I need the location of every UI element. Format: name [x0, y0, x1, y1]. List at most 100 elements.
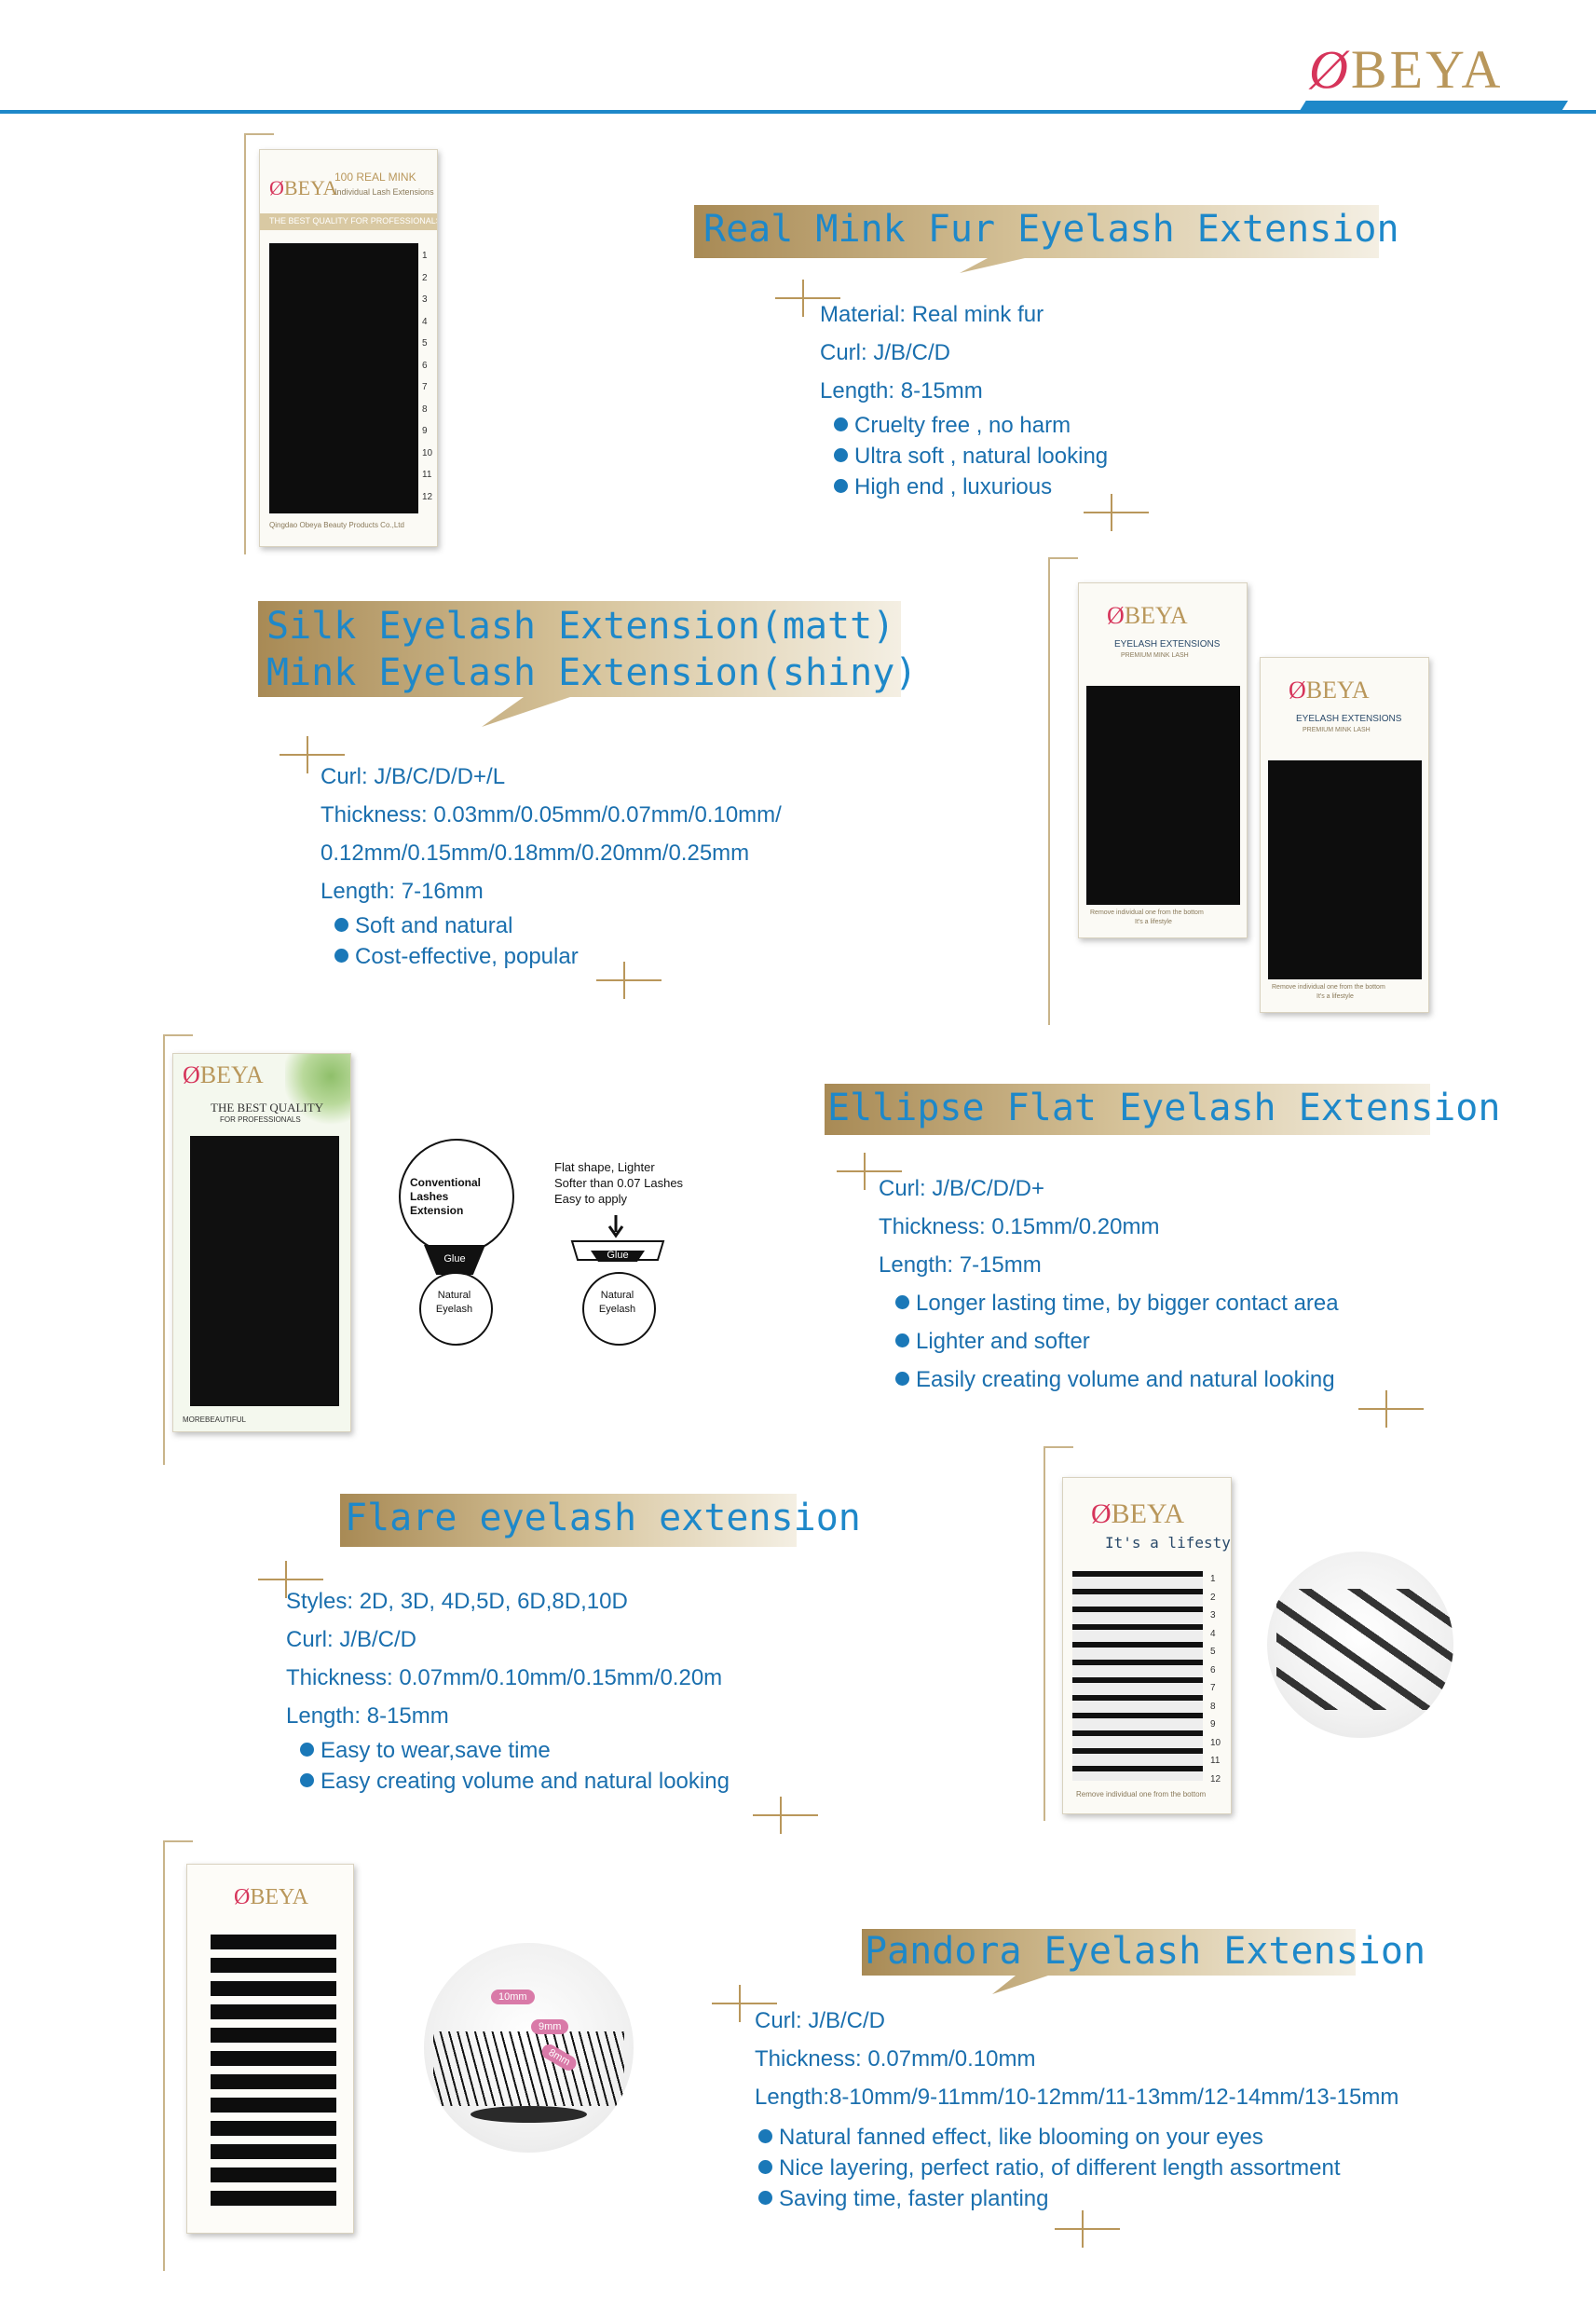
bullet-dot [758, 2129, 772, 2144]
spec-line: Length: 8-15mm [820, 378, 983, 403]
row-number: 7 [1210, 1683, 1216, 1693]
box-subtitle: PREMIUM MINK LASH [1121, 652, 1189, 659]
bullet-dot [895, 1333, 909, 1348]
spec-line: Thickness: 0.07mm/0.10mm [755, 2046, 1036, 2072]
pandora-spec: Curl: J/B/C/D Thickness: 0.07mm/0.10mm L… [755, 2002, 1398, 2214]
natural-eyelash-circle [582, 1272, 656, 1346]
spec-line: Styles: 2D, 3D, 4D,5D, 6D,8D,10D [286, 1589, 628, 1614]
bullet-dot [834, 479, 848, 494]
box-band-sub: FOR PROFESSIONALS [220, 1115, 301, 1124]
row-number: 9 [422, 426, 428, 436]
row-number: 9 [1210, 1719, 1216, 1730]
box-tagline: It's a lifestyle [1105, 1534, 1231, 1552]
flare-title-banner: Flare eyelash extension [335, 1489, 861, 1559]
natural-eyelash-label: Natural Eyelash [598, 1290, 636, 1315]
length-tag: 9mm [531, 2019, 569, 2034]
pandora-title-banner: Pandora Eyelash Extension [857, 1924, 1425, 1999]
box-logo: ØBEYA [269, 176, 338, 199]
spec-line: Thickness: 0.15mm/0.20mm [879, 1214, 1160, 1239]
lash-strip-area [1268, 760, 1422, 979]
row-number: 5 [422, 338, 428, 349]
bullet-text: Easy creating volume and natural looking [321, 1769, 730, 1794]
bullet-text: Cost-effective, popular [355, 944, 579, 969]
row-number: 2 [1210, 1592, 1216, 1603]
spec-line: Length:8-10mm/9-11mm/10-12mm/11-13mm/12-… [755, 2085, 1399, 2110]
flare-spec: Styles: 2D, 3D, 4D,5D, 6D,8D,10D Curl: J… [286, 1582, 730, 1797]
ellipse-spec: Curl: J/B/C/D/D+ Thickness: 0.15mm/0.20m… [879, 1169, 1339, 1399]
row-number: 8 [1210, 1701, 1216, 1712]
spec-line: Length: 8-15mm [286, 1703, 449, 1729]
lash-strip-area [190, 1136, 339, 1406]
bullet-dot [300, 1743, 314, 1757]
bullet-dot [300, 1773, 314, 1788]
flare-lash-closeup [1267, 1552, 1453, 1738]
bullet-text: Saving time, faster planting [779, 2186, 1049, 2211]
cross-decoration [258, 1561, 323, 1598]
bullet-text: Lighter and softer [916, 1329, 1090, 1354]
spec-line: Curl: J/B/C/D [755, 2008, 886, 2033]
lash-strip-area [211, 1935, 336, 2214]
spec-line: Length: 7-16mm [321, 879, 484, 904]
banner-shape [825, 1084, 1430, 1135]
header-rule [0, 110, 1596, 114]
conventional-lash-circle [399, 1139, 514, 1254]
row-number: 6 [1210, 1664, 1216, 1675]
frame-corner [163, 1034, 193, 1465]
bullet-text: Ultra soft , natural looking [854, 444, 1109, 469]
banner-shape [694, 205, 1379, 273]
bullet-text: Cruelty free , no harm [854, 413, 1071, 438]
bullet-dot [834, 448, 848, 463]
cross-decoration [753, 1797, 818, 1834]
box-subtitle: PREMIUM MINK LASH [1303, 727, 1371, 733]
bullet-text: Longer lasting time, by bigger contact a… [916, 1291, 1339, 1316]
frame-corner [1048, 557, 1078, 1025]
frame-corner [163, 1840, 193, 2271]
row-number: 6 [422, 360, 428, 371]
conventional-label: Conventional Lashes Extension [410, 1176, 482, 1217]
row-number: 3 [1210, 1610, 1216, 1620]
mink-spec: Material: Real mink fur Curl: J/B/C/D Le… [820, 295, 1108, 502]
spec-line: Curl: J/B/C/D/D+/L [321, 764, 506, 789]
section-title-line-1: Silk Eyelash Extension(matt) [266, 605, 895, 648]
row-number: 5 [1210, 1647, 1216, 1657]
spec-line: Curl: J/B/C/D/D+ [879, 1176, 1045, 1201]
logo-tab [1298, 101, 1568, 114]
logo-text: BEYA [1350, 39, 1504, 100]
box-band: THE BEST QUALITY FOR PROFESSIONALS [260, 213, 437, 230]
bullet-text: High end , luxurious [854, 474, 1053, 499]
bullet-dot [895, 1295, 909, 1310]
row-number: 10 [422, 447, 433, 458]
cross-decoration [712, 1985, 777, 2022]
bullet-text: Nice layering, perfect ratio, of differe… [779, 2155, 1341, 2181]
box-title: EYELASH EXTENSIONS [1114, 639, 1221, 650]
row-number: 3 [422, 294, 428, 305]
row-number: 4 [422, 316, 428, 327]
bullet-dot [895, 1372, 909, 1387]
row-number: 2 [422, 272, 428, 283]
frame-corner [1044, 1446, 1073, 1821]
silk-product-box-2: ØBEYA EYELASH EXTENSIONS PREMIUM MINK LA… [1260, 657, 1429, 1013]
row-number: 12 [1210, 1773, 1221, 1785]
spec-line: Thickness: 0.07mm/0.10mm/0.15mm/0.20m [286, 1665, 723, 1690]
lash-strip-area [1086, 686, 1240, 905]
flat-lash-arrow-diagram [570, 1215, 665, 1262]
lash-strip-area [269, 243, 418, 513]
box-subtitle: Individual Lash Extensions [334, 187, 434, 197]
box-company: Qingdao Obeya Beauty Products Co.,Ltd [269, 521, 404, 529]
spec-line: Curl: J/B/C/D [820, 340, 951, 365]
bullet-text: Natural fanned effect, like blooming on … [779, 2125, 1263, 2150]
brand-logo: ØBEYA [1309, 37, 1523, 103]
banner-shape [862, 1929, 1356, 1994]
flat-note-2: Softer than 0.07 Lashes [554, 1176, 684, 1190]
silk-title-banner: Silk Eyelash Extension(matt) Mink Eyelas… [253, 596, 917, 732]
row-number: 4 [1210, 1628, 1216, 1639]
box-band-text: THE BEST QUALITY FOR PROFESSIONALS [269, 216, 438, 226]
flare-product-box: ØBEYA It's a lifestyle Remove individual… [1062, 1477, 1232, 1814]
logo-initial: Ø [1309, 39, 1351, 100]
banner-shape [258, 601, 901, 727]
section-title: Real Mink Fur Eyelash Extension [703, 208, 1399, 251]
bullet-dot [334, 949, 348, 964]
banner-shape [340, 1494, 797, 1547]
cross-decoration [775, 280, 840, 317]
glue-shape [424, 1245, 485, 1275]
